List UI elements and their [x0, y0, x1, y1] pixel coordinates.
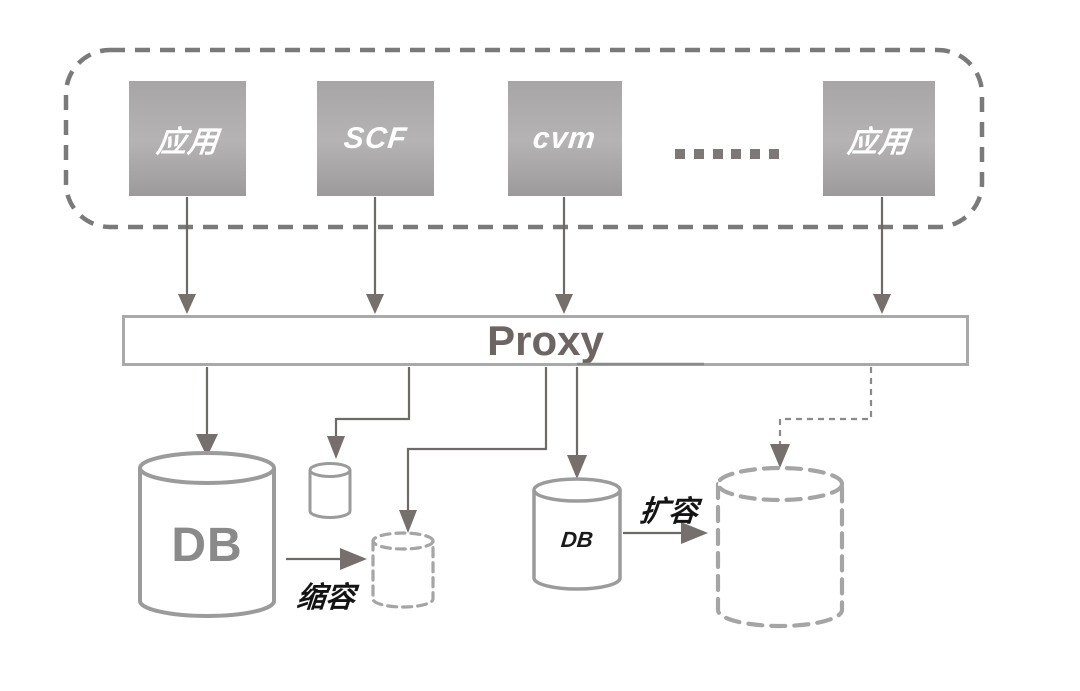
- small-db-cylinder: [308, 462, 352, 519]
- client-box-scf-label: SCF: [342, 121, 409, 155]
- big-db-top: [138, 451, 276, 485]
- scale-in-label: 缩容: [295, 582, 357, 614]
- client-box-cvm-label: cvm: [531, 121, 599, 155]
- client-box-app-right-label: 应用: [845, 125, 912, 159]
- arrowhead-icon: [340, 548, 367, 570]
- arrowhead-icon: [178, 294, 196, 314]
- big-dashed-body: [715, 481, 845, 629]
- client-to-proxy-arrows: [185, 197, 884, 296]
- big-db-label: DB: [171, 519, 243, 572]
- big-dashed-top: [715, 465, 845, 503]
- connector-proxy-to-small-db: [334, 367, 411, 438]
- arrowhead-icon: [770, 444, 790, 468]
- small-dashed-body: [371, 539, 435, 609]
- ellipsis-dot: [693, 148, 704, 159]
- connector-proxy-to-small-dashed-db: [406, 367, 548, 512]
- ellipsis-dot: [750, 148, 761, 159]
- small-db-top: [308, 462, 352, 478]
- scale-out-label: 扩容: [638, 496, 700, 528]
- proxy-label: Proxy: [487, 316, 604, 364]
- proxy-to-storage-connectors: [205, 367, 873, 512]
- arrowhead-icon: [327, 436, 345, 459]
- client-box-cvm: cvm: [508, 81, 622, 196]
- big-dashed-cylinder: [715, 465, 845, 629]
- proxy-bar: Proxy: [122, 315, 969, 366]
- medium-db-top: [532, 477, 622, 503]
- client-arrowheads: [178, 294, 891, 314]
- ellipsis-dots: [675, 148, 779, 159]
- client-box-app-right: 应用: [823, 81, 935, 196]
- ellipsis-dot: [675, 148, 685, 159]
- arrowhead-icon: [873, 294, 891, 314]
- client-box-scf: SCF: [317, 81, 434, 196]
- connector-proxy-to-big-dashed-db: [778, 367, 873, 446]
- storage-arrowheads: [196, 434, 790, 533]
- arrowhead-icon: [555, 294, 573, 314]
- arrowhead-icon: [567, 455, 587, 479]
- client-box-app-left-label: 应用: [154, 125, 220, 159]
- small-dashed-cylinder: [371, 531, 435, 609]
- arrowhead-icon: [196, 434, 218, 457]
- ellipsis-dot: [731, 148, 742, 159]
- medium-db-label: DB: [559, 527, 595, 552]
- arrowhead-icon: [399, 510, 417, 533]
- small-dashed-top: [371, 531, 435, 551]
- small-db-body: [308, 470, 352, 519]
- ellipsis-dot: [712, 148, 723, 159]
- client-box-app-left: 应用: [129, 81, 246, 196]
- ellipsis-dot: [768, 148, 779, 159]
- arrowhead-icon: [366, 294, 384, 314]
